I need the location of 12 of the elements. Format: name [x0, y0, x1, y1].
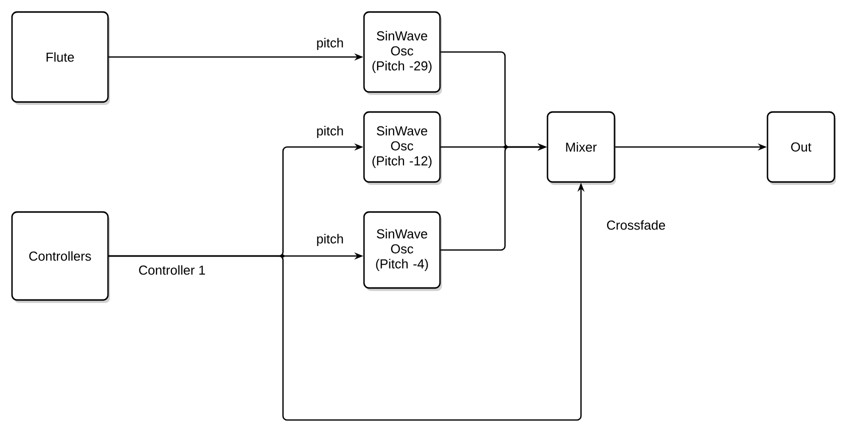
edge-label: pitch: [315, 232, 345, 248]
signal-label: Controller 1: [139, 265, 205, 275]
block-box: Mixer: [546, 111, 616, 185]
oscillator-box: SinWave Osc (Pitch -12): [363, 111, 442, 185]
oscillator-box: SinWave Osc (Pitch -4): [363, 211, 442, 291]
edge-label: pitch: [315, 124, 345, 140]
edge-label: pitch: [315, 36, 345, 52]
block-box: Flute: [11, 11, 110, 105]
block-box: Controllers: [11, 211, 110, 303]
edge-label: Crossfade: [605, 219, 667, 231]
oscillator-box: SinWave Osc (Pitch -29): [363, 11, 442, 95]
block-box: Out: [766, 111, 836, 185]
